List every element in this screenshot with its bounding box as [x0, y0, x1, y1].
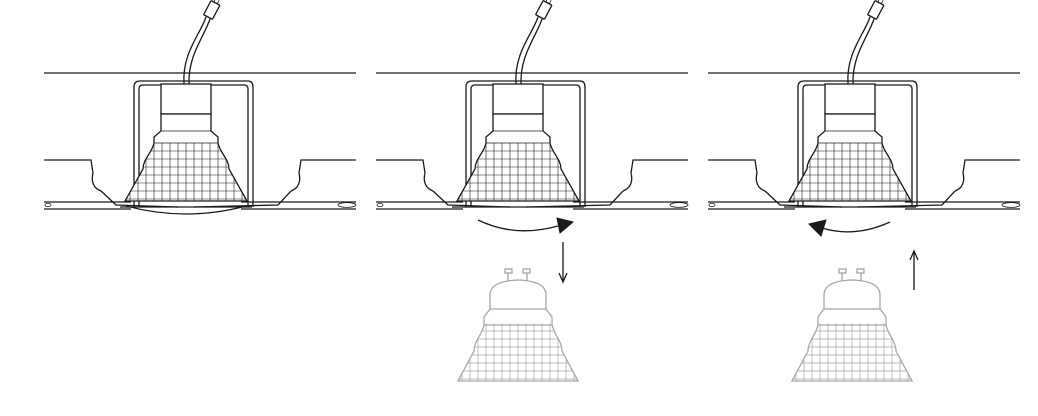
rotate-counter-clockwise-arrow-icon	[808, 219, 891, 237]
arrow-up-icon	[909, 249, 919, 290]
panel-step-3	[708, 0, 1020, 383]
recessed-fixture-icon	[376, 0, 688, 209]
panel-step-1	[44, 0, 356, 215]
recessed-fixture-icon	[708, 0, 1020, 209]
recessed-fixture-icon	[44, 0, 356, 209]
rotate-clockwise-arrow-icon	[477, 217, 575, 234]
panel-step-2	[376, 0, 688, 383]
arrow-down-icon	[558, 242, 568, 284]
gu10-bulb-icon	[782, 269, 922, 383]
gu10-bulb-icon	[448, 269, 588, 383]
rotation-arc	[125, 205, 247, 215]
